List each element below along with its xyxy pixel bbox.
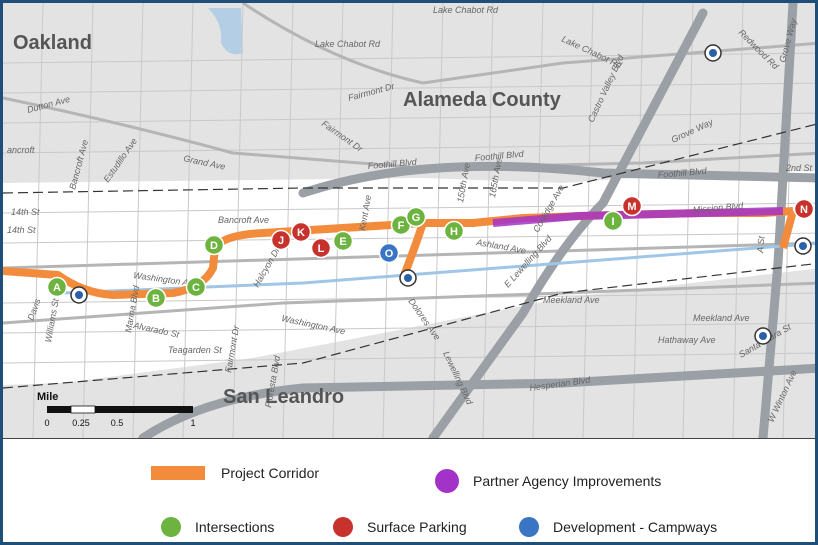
site-markers: A B C D E FG H I J K L M N O — [46, 195, 815, 309]
marker-label: I — [611, 216, 614, 228]
marker-label: D — [210, 240, 218, 252]
marker-parking-l[interactable]: L — [310, 237, 332, 259]
partner-swatch — [435, 469, 459, 493]
marker-label: C — [192, 282, 200, 294]
street-label: Foothill Blvd — [657, 166, 708, 180]
corridor-swatch — [151, 466, 205, 480]
lake-chabot — [208, 8, 243, 55]
street-label: Meekland Ave — [693, 313, 750, 323]
marker-dot — [793, 198, 815, 220]
legend-label: Project Corridor — [221, 465, 320, 481]
marker-parking-j[interactable]: J — [270, 229, 292, 251]
street-label: Lake Chabot Rd — [433, 5, 499, 15]
label-alameda-county: Alameda County — [403, 89, 562, 111]
marker-dot — [46, 276, 68, 298]
marker-intersection-i[interactable]: I — [602, 210, 624, 232]
street-label: Bancroft Ave — [218, 215, 269, 225]
street-label: Lake Chabot Rd — [315, 39, 381, 49]
street-label: Meekland Ave — [543, 295, 600, 305]
marker-dot — [145, 287, 167, 309]
marker-intersection-g[interactable]: G — [405, 206, 427, 228]
marker-intersection-b[interactable]: B — [145, 287, 167, 309]
street-label: Teagarden St — [168, 345, 222, 355]
development-swatch — [519, 517, 539, 537]
project-corridor — [3, 207, 794, 299]
intersection-swatch — [161, 517, 181, 537]
label-san-leandro: San Leandro — [223, 386, 344, 408]
marker-label: K — [297, 227, 305, 239]
marker-label: G — [412, 212, 421, 224]
marker-label: M — [627, 201, 636, 213]
street-label: 14th St — [11, 207, 40, 217]
street-label: Hathaway Ave — [658, 335, 716, 345]
street-label: ancroft — [7, 145, 35, 155]
marker-dot — [310, 237, 332, 259]
bart-station-icon[interactable] — [399, 269, 417, 287]
legend-label: Partner Agency Improvements — [473, 473, 662, 489]
legend-label: Surface Parking — [367, 519, 467, 535]
project-corridor-end — [779, 209, 797, 250]
map-canvas[interactable]: Oakland Alameda County San Leandro Lake … — [3, 3, 818, 438]
marker-intersection-c[interactable]: C — [185, 276, 207, 298]
marker-dot — [378, 242, 400, 264]
street-label: A St — [755, 235, 767, 254]
scale-bar: Mile 0 0.25 0.5 1 — [37, 391, 196, 428]
marker-label: O — [385, 248, 394, 260]
street-label: Mission Blvd — [692, 201, 744, 215]
legend-label: Development - Campways — [553, 519, 718, 535]
marker-label: L — [318, 243, 325, 255]
scale-tick: 0.25 — [72, 418, 90, 428]
legend-intersections: Intersections — [161, 517, 274, 537]
scale-tick: 0.5 — [111, 418, 124, 428]
bart-stations — [70, 44, 812, 345]
marker-development-o[interactable]: O — [378, 242, 400, 264]
freeways — [138, 3, 815, 438]
marker-dot — [332, 230, 354, 252]
marker-parking-n[interactable]: N — [793, 198, 815, 220]
marker-parking-m[interactable]: M — [621, 195, 643, 217]
marker-label: E — [339, 236, 346, 248]
study-boundary — [3, 123, 815, 389]
bart-station-icon[interactable] — [794, 237, 812, 255]
marker-intersection-d[interactable]: D — [203, 234, 225, 256]
marker-parking-k[interactable]: K — [290, 221, 312, 243]
marker-dot — [405, 206, 427, 228]
marker-intersection-e[interactable]: E — [332, 230, 354, 252]
scale-title: Mile — [37, 391, 58, 403]
parking-swatch — [333, 517, 353, 537]
marker-intersection-h[interactable]: H — [443, 220, 465, 242]
scale-tick: 1 — [190, 418, 195, 428]
marker-label: A — [53, 282, 61, 294]
legend-project-corridor: Project Corridor — [151, 465, 319, 481]
marker-label: N — [800, 204, 808, 216]
marker-dot — [203, 234, 225, 256]
legend-partner-agency: Partner Agency Improvements — [435, 469, 661, 493]
marker-label: H — [450, 226, 458, 238]
marker-dot — [290, 221, 312, 243]
marker-dot — [270, 229, 292, 251]
street-label: Foothill Blvd — [474, 149, 525, 163]
marker-dot — [185, 276, 207, 298]
street-label: Foothill Blvd — [367, 157, 418, 171]
bart-station-icon[interactable] — [70, 286, 88, 304]
map-legend: Project Corridor Partner Agency Improvem… — [3, 438, 815, 542]
marker-label: B — [152, 293, 160, 305]
marker-label: J — [278, 235, 284, 247]
scale-tick: 0 — [44, 418, 49, 428]
bart-station-icon[interactable] — [754, 327, 772, 345]
street-label: 2nd St — [785, 163, 813, 173]
marker-dot — [602, 210, 624, 232]
legend-surface-parking: Surface Parking — [333, 517, 467, 537]
marker-label: F — [398, 220, 405, 232]
street-label: 14th St — [7, 225, 36, 235]
marker-intersection-a[interactable]: A — [46, 276, 68, 298]
marker-dot — [443, 220, 465, 242]
label-oakland: Oakland — [13, 32, 92, 54]
bart-station-icon[interactable] — [704, 44, 722, 62]
marker-dot — [621, 195, 643, 217]
partner-agency-segment — [492, 207, 784, 227]
legend-label: Intersections — [195, 519, 275, 535]
legend-development: Development - Campways — [519, 517, 717, 537]
